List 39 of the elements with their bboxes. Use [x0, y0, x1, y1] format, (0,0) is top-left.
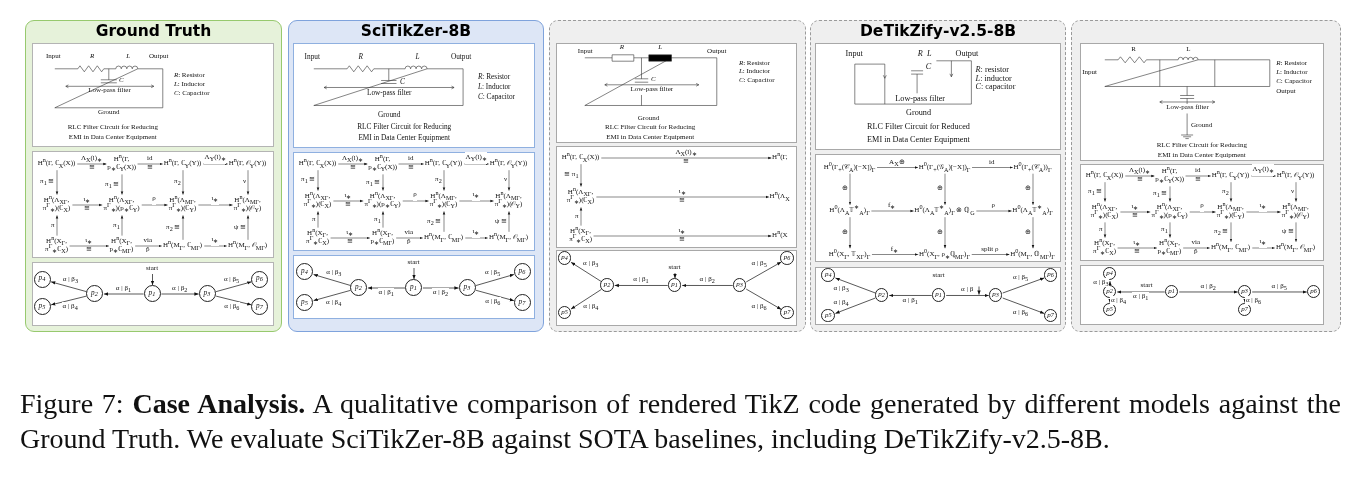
result-panel — [549, 20, 806, 332]
arrow — [672, 272, 677, 279]
panel-title: DeTikZify-v2.5-8B — [860, 23, 1016, 41]
state-diagram-card — [31, 261, 274, 326]
diagram-card — [814, 153, 1061, 262]
circuit-card — [555, 42, 797, 143]
diagram-card — [1079, 163, 1324, 261]
diagram-card — [555, 145, 797, 248]
circuit-card — [1079, 42, 1324, 161]
arrow — [1107, 298, 1112, 303]
terminal-label: Output — [955, 47, 979, 59]
component-label: R — [917, 47, 924, 59]
key-text: C: capacitor — [975, 81, 1016, 92]
state-diagram-card — [555, 249, 797, 326]
key-text: L: inductor — [975, 72, 1013, 83]
circuit-caption: RLC Filter Circuit for Reduced EMI in Data Center Equipment — [866, 121, 971, 147]
arrow — [1242, 298, 1247, 303]
figure-caption: Figure 7: Case Analysis. A qualitative comparison of rendered TikZ code generated by different models against the Ground Truth. We evaluate SciTikZer-8B against SOTA baselines, including DeTikZify-v2.5-8B. — [20, 387, 1341, 456]
diagram-card — [31, 150, 274, 258]
terminal-label: Input — [845, 47, 864, 59]
result-panel — [25, 20, 282, 332]
circuit-card — [31, 42, 274, 147]
result-panel — [810, 20, 1066, 332]
result-panel — [288, 20, 544, 332]
panel-title: SciTikZer-8B — [360, 23, 472, 41]
key-text: R: resistor — [975, 64, 1010, 75]
arrow — [1107, 280, 1112, 285]
ground-label: Ground — [905, 106, 932, 118]
result-panel — [1071, 20, 1341, 332]
circuit-card — [292, 42, 535, 148]
filter-label: Low-pass filter — [894, 92, 946, 104]
state-diagram-card — [292, 254, 535, 319]
component-label: C — [925, 60, 932, 72]
state-diagram-card — [1079, 264, 1324, 325]
diagram-card — [292, 151, 535, 251]
state-diagram-card — [814, 266, 1061, 325]
panel-title: Ground Truth — [95, 23, 212, 41]
circuit-card — [814, 42, 1061, 150]
component-label: L — [926, 47, 932, 59]
